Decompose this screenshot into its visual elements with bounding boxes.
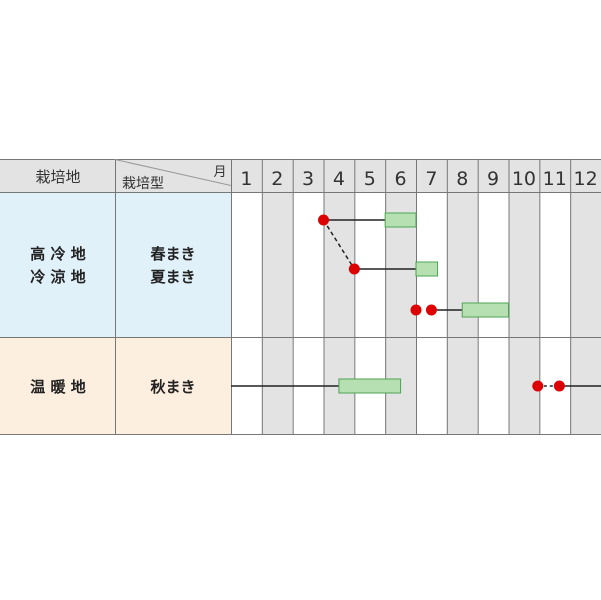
- month-column-shade-12: [570, 193, 601, 434]
- region-label-cool-line2: 冷 涼 地: [30, 268, 85, 286]
- calendar-grid: [0, 159, 601, 435]
- month-label-5: 5: [364, 168, 376, 190]
- sowing-connector: [322, 219, 355, 270]
- month-label-7: 7: [425, 168, 437, 190]
- month-label-1: 1: [240, 168, 252, 190]
- month-label-8: 8: [456, 168, 468, 190]
- sowing-dot-row0-0: [318, 214, 329, 226]
- month-label-3: 3: [302, 168, 314, 190]
- month-label-6: 6: [395, 168, 407, 190]
- month-label-10: 10: [512, 168, 536, 190]
- harvest-bar-row0: [384, 212, 417, 228]
- sowing-dot-row2-0: [410, 304, 422, 316]
- region-label-warm: 温 暖 地: [30, 378, 85, 396]
- month-label-11: 11: [543, 168, 567, 190]
- month-column-shade-2: [261, 193, 293, 434]
- header-background: [0, 159, 601, 192]
- harvest-bar-row3: [338, 378, 402, 394]
- region-label-cool-line1: 高 冷 地: [30, 245, 85, 263]
- month-column-shade-6: [385, 193, 416, 434]
- sowing-dot-row3-0: [532, 380, 544, 392]
- month-header-label: 月: [213, 165, 226, 180]
- schedule-marks: [231, 212, 601, 394]
- month-column-shade-10: [508, 193, 540, 434]
- sowing-dot-row2-1: [425, 304, 437, 316]
- harvest-bar-row1: [415, 261, 439, 277]
- sowing-dot-row1-0: [348, 263, 360, 275]
- month-label-12: 12: [573, 168, 597, 190]
- month-label-9: 9: [487, 168, 499, 190]
- type-label-autumn: 秋まき: [150, 378, 195, 396]
- month-label-4: 4: [333, 168, 345, 190]
- month-column-shade-4: [323, 193, 355, 434]
- region-column-header: 栽培地: [35, 168, 80, 186]
- type-label-spring: 春まき: [150, 245, 195, 263]
- harvest-bar-row2: [461, 302, 509, 318]
- sowing-dot-row3-1: [553, 380, 565, 392]
- type-column-header: 栽培型: [122, 176, 164, 192]
- type-label-summer: 夏まき: [149, 268, 195, 286]
- month-label-2: 2: [271, 168, 283, 190]
